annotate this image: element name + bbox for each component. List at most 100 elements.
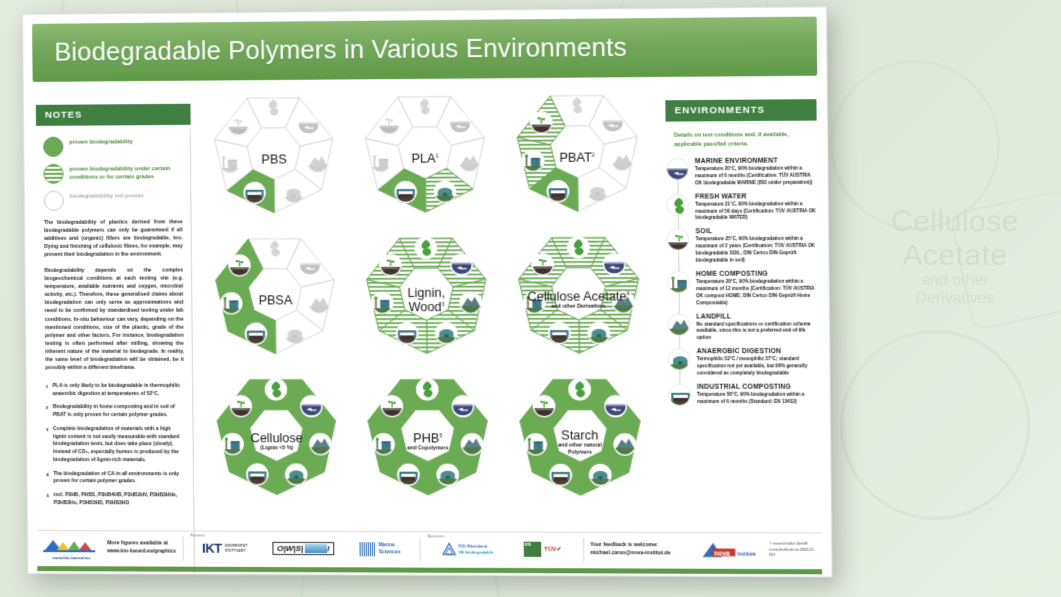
marine-environment-icon: [450, 254, 473, 276]
wheel-sector-home-composting[interactable]: [518, 279, 557, 331]
notes-paragraph-2: Biodegradability depends on the complex …: [44, 267, 184, 371]
landfill-icon: [308, 292, 331, 314]
wheel-sector-home-composting[interactable]: [365, 138, 404, 189]
marine-environment-icon: [601, 111, 624, 133]
soil-icon: [379, 254, 402, 276]
wheel-sector-landfill[interactable]: [599, 137, 638, 189]
home-composting-icon: [523, 291, 546, 313]
legend-item-full: proven biodegradability: [43, 136, 182, 157]
footer-nova-logo[interactable]: nova Institute: [695, 533, 764, 567]
wheel-sector-marine-environment[interactable]: [287, 239, 335, 288]
legend-none-label: biodegradability not proven: [69, 193, 144, 200]
bg-decor-ring-3: [830, 60, 1000, 230]
environment-item[interactable]: SOIL Temperature 25°C, 90% biodegradatio…: [666, 228, 818, 265]
environment-item[interactable]: HOME COMPOSTING Temperature 28°C, 90% bi…: [666, 270, 818, 307]
watermark-line-4: Derivatives: [915, 290, 995, 308]
fresh-water-icon: [666, 193, 690, 216]
svg-text:nova: nova: [715, 550, 731, 557]
wheel-sector-anaerobic-digestion[interactable]: [579, 309, 628, 353]
environment-item[interactable]: FRESH WATER Temperature 21°C, 90% biodeg…: [666, 193, 817, 223]
polymer-wheel-grid: PBS: [190, 82, 663, 529]
footer-feedback[interactable]: Your feedback is welcome: michael.carus@…: [584, 533, 695, 567]
home-composting-icon: [220, 292, 242, 314]
wheel-sector-home-composting[interactable]: [517, 137, 556, 189]
environment-description: Temperature 21°C, 90% biodegradation wit…: [695, 200, 816, 221]
soil-icon: [666, 228, 690, 251]
wheel-sector-anaerobic-digestion[interactable]: [577, 167, 626, 211]
legend-partial-label: proven biodegradability under certain co…: [69, 166, 171, 181]
legend-partial-circle-icon: [43, 163, 64, 184]
environment-item[interactable]: LANDFILL No standard specifications or c…: [667, 313, 818, 342]
list-item: 4 The biodegradation of CA in all enviro…: [46, 471, 185, 487]
wheel-sector-marine-environment[interactable]: [285, 98, 333, 147]
wheel-sector-landfill[interactable]: [446, 138, 485, 190]
wheel-sector-landfill[interactable]: [295, 139, 333, 190]
footnote-text: Biodegradability in home composting and …: [52, 404, 175, 419]
environment-description: Temperature 30°C, 90% biodegradation wit…: [694, 165, 813, 186]
environment-description: Temperature 58°C, 90% biodegradation wit…: [697, 391, 805, 404]
bio-based-url[interactable]: www.bio-based.eu: [52, 555, 91, 561]
home-composting-icon: [371, 292, 394, 314]
legend-full-label: proven biodegradability: [69, 139, 133, 146]
footnote-text: Complete biodegradation of materials wit…: [52, 425, 180, 464]
more-figures-text: More figures available at www.bio-based.…: [107, 540, 177, 555]
home-composting-icon: [521, 150, 544, 172]
wheel-sector-home-composting[interactable]: [520, 421, 559, 472]
footer-bio-based-logo[interactable]: www.bio-based.eu: [37, 531, 101, 564]
environment-description: Temperature 28°C, 90% biodegradation wit…: [695, 278, 815, 306]
anaerobic-digestion-icon: [435, 322, 458, 344]
environment-item[interactable]: ANAEROBIC DIGESTION Termophilic 52°C / m…: [667, 348, 819, 377]
sponsors-label: Sponsors: [427, 534, 445, 539]
environments-list: MARINE ENVIRONMENT Temperature 30°C, 90%…: [665, 157, 820, 406]
page-title: Biodegradable Polymers in Various Enviro…: [54, 33, 627, 67]
environment-title: FRESH WATER: [695, 193, 747, 201]
wheel-sector-anaerobic-digestion[interactable]: [580, 451, 629, 495]
wheel-sector-soil[interactable]: [365, 97, 413, 146]
legend-item-partial: proven biodegradability under certain co…: [43, 163, 182, 184]
environment-item[interactable]: MARINE ENVIRONMENT Temperature 30°C, 90%…: [665, 157, 817, 187]
feedback-text[interactable]: Your feedback is welcome: michael.carus@…: [589, 541, 671, 556]
home-composting-icon: [524, 433, 547, 455]
sponsor-logo-din-certco[interactable]: DIN TÜV✓: [523, 541, 562, 557]
polymer-wheel-pbs[interactable]: PBS: [199, 88, 350, 230]
polymer-wheel-lignin-wood[interactable]: Lignin,Wood3: [350, 229, 502, 371]
environment-item[interactable]: INDUSTRIAL COMPOSTING Temperature 58°C, …: [668, 383, 819, 406]
wheel-sector-soil[interactable]: [214, 98, 262, 147]
notes-content: proven biodegradability proven biodegrad…: [36, 125, 194, 508]
wheel-sector-marine-environment[interactable]: [588, 95, 637, 144]
landfill-icon: [610, 149, 633, 171]
anaerobic-digestion-icon: [285, 464, 307, 486]
list-item: 1 PLA is only likely to be biodegradable…: [46, 383, 185, 399]
wheel-sector-fresh-water[interactable]: [551, 238, 605, 268]
polymer-wheel-pla[interactable]: PLA1: [349, 87, 501, 229]
wheel-sector-fresh-water[interactable]: [398, 97, 451, 127]
legend-full-circle-icon: [43, 136, 64, 157]
wheel-sector-landfill[interactable]: [297, 280, 335, 331]
polymer-wheel-pbat[interactable]: PBAT2: [501, 86, 654, 229]
industrial-composting-icon: [668, 383, 692, 406]
environment-title: ANAEROBIC DIGESTION: [696, 348, 782, 356]
industrial-composting-icon: [245, 323, 267, 345]
poster-canvas: Biodegradable Polymers in Various Enviro…: [22, 6, 833, 578]
industrial-composting-icon: [396, 322, 419, 344]
environment-description: Temperature 25°C, 90% biodegradation wit…: [695, 236, 816, 263]
anaerobic-digestion-icon: [667, 348, 691, 371]
legend-item-none: biodegradability not proven: [43, 190, 183, 211]
partner-logo-ows[interactable]: O|W|S| /: [272, 541, 334, 556]
marine-environment-icon: [449, 112, 472, 134]
polymer-wheel-pbsa[interactable]: PBSA: [200, 230, 351, 371]
notes-heading: NOTES: [35, 103, 191, 126]
wheel-sector-marine-environment[interactable]: [436, 96, 484, 145]
environment-title: SOIL: [695, 228, 713, 236]
wheel-sector-fresh-water[interactable]: [553, 380, 607, 410]
marine-environment-icon: [298, 113, 321, 135]
wheel-sector-fresh-water[interactable]: [550, 96, 604, 127]
polymer-wheel-cellulose[interactable]: Cellulose(Lignin <5 %): [201, 371, 352, 512]
marine-environment-icon: [452, 395, 475, 417]
